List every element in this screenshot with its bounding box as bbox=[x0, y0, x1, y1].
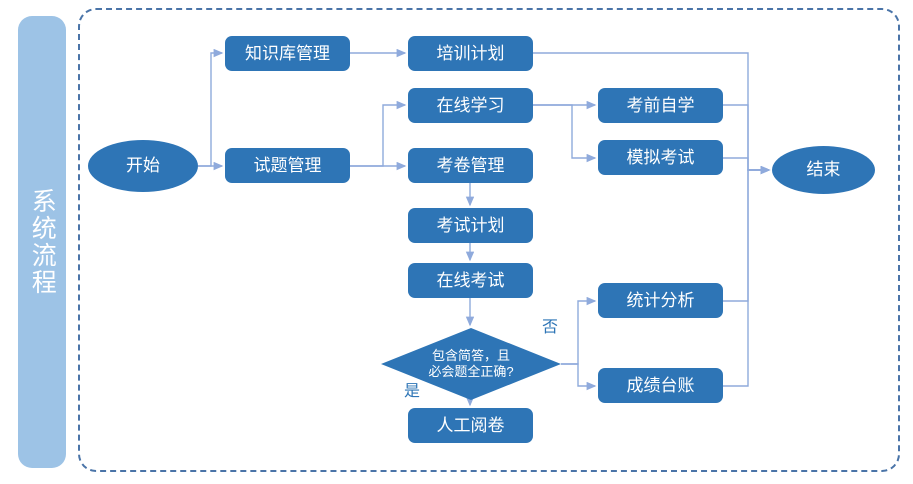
node-online-exam[interactable]: 在线考试 bbox=[408, 263, 533, 298]
node-knowledge-base-management-label: 知识库管理 bbox=[245, 43, 330, 63]
node-manual-grading-label: 人工阅卷 bbox=[436, 415, 505, 435]
node-question-bank-management[interactable]: 试题管理 bbox=[225, 148, 350, 183]
edge-label-no: 否 bbox=[542, 319, 559, 336]
node-end-label: 结束 bbox=[806, 160, 841, 180]
node-pre-exam-self-study-label: 考前自学 bbox=[626, 95, 695, 115]
node-mock-exam-label: 模拟考试 bbox=[626, 147, 695, 167]
node-question-bank-management-label: 试题管理 bbox=[253, 155, 322, 175]
diamond-shape-icon bbox=[381, 328, 561, 400]
node-exam-paper-management-label: 考卷管理 bbox=[436, 155, 505, 175]
node-training-plan-label: 培训计划 bbox=[436, 43, 505, 63]
edge-stats-to-end bbox=[723, 165, 771, 302]
node-exam-paper-management[interactable]: 考卷管理 bbox=[408, 148, 533, 183]
node-end[interactable]: 结束 bbox=[772, 146, 875, 194]
node-knowledge-base-management[interactable]: 知识库管理 bbox=[225, 36, 350, 71]
node-online-learning[interactable]: 在线学习 bbox=[408, 88, 533, 123]
edge-question-to-online bbox=[350, 100, 407, 167]
node-exam-plan-label: 考试计划 bbox=[436, 215, 505, 235]
edge-selfstudy-to-end bbox=[723, 104, 771, 175]
node-start[interactable]: 开始 bbox=[88, 140, 198, 192]
node-manual-grading[interactable]: 人工阅卷 bbox=[408, 408, 533, 443]
node-start-label: 开始 bbox=[126, 156, 160, 176]
sidebar-title: 系统流程 bbox=[28, 188, 57, 296]
edge-start-to-kb bbox=[198, 48, 224, 167]
node-online-exam-label: 在线考试 bbox=[436, 270, 505, 290]
node-score-ledger-label: 成绩台账 bbox=[626, 375, 695, 395]
edge-online-to-mock bbox=[533, 104, 597, 163]
node-score-ledger[interactable]: 成绩台账 bbox=[598, 368, 723, 403]
node-online-learning-label: 在线学习 bbox=[436, 95, 505, 115]
node-pre-exam-self-study[interactable]: 考前自学 bbox=[598, 88, 723, 123]
node-statistical-analysis[interactable]: 统计分析 bbox=[598, 283, 723, 318]
edge-label-yes: 是 bbox=[404, 383, 421, 400]
edge-ledger-to-end bbox=[723, 165, 771, 387]
node-decision-short-answer[interactable]: 包含简答，且 必会题全正确? bbox=[381, 328, 561, 400]
node-statistical-analysis-label: 统计分析 bbox=[626, 290, 695, 310]
node-training-plan[interactable]: 培训计划 bbox=[408, 36, 533, 71]
node-mock-exam[interactable]: 模拟考试 bbox=[598, 140, 723, 175]
node-exam-plan[interactable]: 考试计划 bbox=[408, 208, 533, 243]
sidebar-panel: 系统流程 bbox=[18, 16, 66, 468]
diagram-frame bbox=[78, 8, 900, 472]
node-decision-short-answer-label: 包含简答，且 必会题全正确? bbox=[428, 348, 514, 379]
edge-decision-to-stats bbox=[561, 296, 597, 365]
edge-decision-to-ledger bbox=[561, 363, 597, 391]
edge-mock-to-end bbox=[723, 157, 771, 175]
